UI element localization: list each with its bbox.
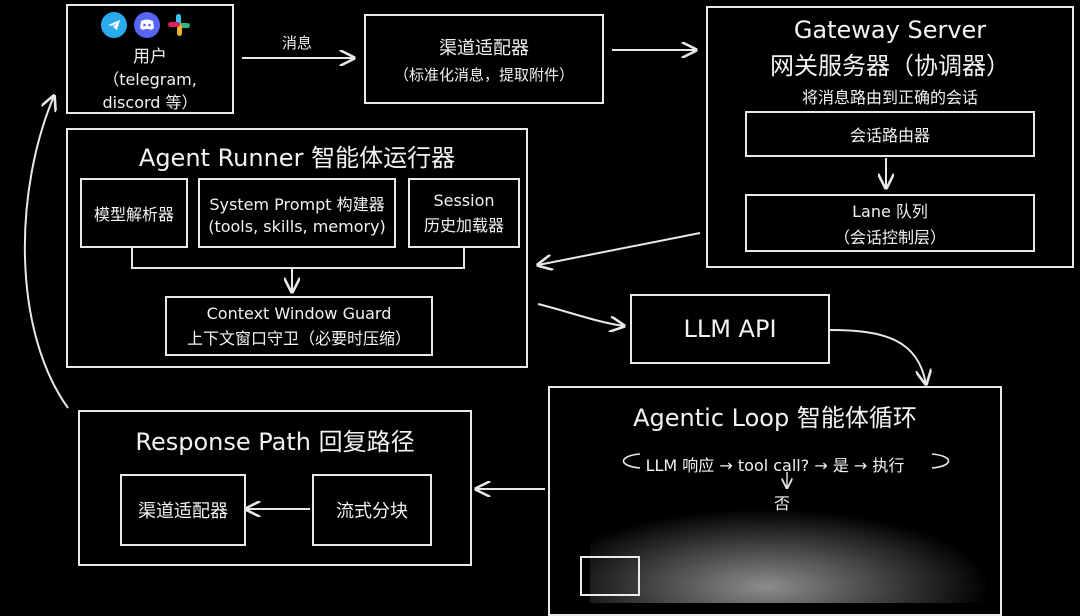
- stream-chunk-label: 流式分块: [336, 501, 408, 522]
- context-guard-line2: 上下文窗口守卫（必要时压缩）: [186, 328, 411, 348]
- telegram-icon: [101, 12, 127, 38]
- arrow-gateway-to-runner: [538, 232, 701, 265]
- prompt-builder-node: System Prompt 构建器 (tools, skills, memory…: [198, 178, 396, 248]
- session-loader-line1: Session: [433, 190, 495, 210]
- session-loader-line2: 历史加载器: [423, 215, 504, 235]
- arrow-llm-to-loop: [829, 329, 926, 384]
- gateway-title-zh: 网关服务器（协调器）: [770, 52, 1010, 80]
- agentic-loop-title: Agentic Loop 智能体循环: [633, 404, 917, 432]
- arrow-response-to-user: [23, 96, 69, 409]
- lane-queue-line1: Lane 队列: [852, 202, 928, 221]
- context-guard-node: Context Window Guard 上下文窗口守卫（必要时压缩）: [165, 296, 433, 356]
- agent-runner-node: Agent Runner 智能体运行器 模型解析器 System Prompt …: [66, 128, 528, 368]
- gateway-server-node: Gateway Server 网关服务器（协调器） 将消息路由到正确的会话 会话…: [706, 6, 1074, 268]
- llm-api-node: LLM API: [630, 294, 830, 364]
- lane-queue-node: Lane 队列 （会话控制层）: [745, 194, 1035, 252]
- gateway-title-en: Gateway Server: [793, 16, 987, 44]
- channel-adapter-node: 渠道适配器 （标准化消息，提取附件）: [364, 14, 604, 104]
- user-line3: discord 等）: [102, 93, 198, 112]
- model-parser-node: 模型解析器: [80, 178, 188, 248]
- context-guard-line1: Context Window Guard: [206, 303, 392, 323]
- user-title: 用户: [133, 47, 167, 67]
- response-channel-adapter-label: 渠道适配器: [138, 501, 228, 522]
- prompt-builder-line2: (tools, skills, memory): [208, 216, 386, 236]
- user-node: 用户 （telegram, discord 等）: [66, 4, 234, 114]
- edge-label-message: 消息: [281, 34, 312, 52]
- agentic-loop-flow: LLM 响应 → tool call? → 是 → 执行: [645, 456, 905, 475]
- agentic-loop-no: 否: [774, 494, 791, 513]
- model-parser-label: 模型解析器: [93, 205, 174, 224]
- arrow-runner-to-llm: [537, 303, 624, 326]
- agent-runner-title: Agent Runner 智能体运行器: [138, 144, 456, 172]
- stream-chunk-node: 流式分块: [312, 474, 432, 546]
- response-path-node: Response Path 回复路径 渠道适配器 流式分块: [78, 410, 472, 566]
- session-loader-node: Session 历史加载器: [408, 178, 520, 248]
- discord-icon: [134, 12, 160, 38]
- llm-api-label: LLM API: [683, 315, 777, 343]
- channel-adapter-title: 渠道适配器: [439, 37, 529, 59]
- loop-inner-box: [580, 556, 640, 596]
- gateway-desc: 将消息路由到正确的会话: [801, 88, 978, 107]
- lane-queue-line2: （会话控制层）: [833, 228, 946, 247]
- session-router-node: 会话路由器: [745, 111, 1035, 157]
- user-line2: （telegram,: [103, 70, 197, 89]
- session-router-label: 会话路由器: [849, 126, 930, 145]
- response-channel-adapter-node: 渠道适配器: [120, 474, 246, 546]
- prompt-builder-line1: System Prompt 构建器: [209, 194, 385, 214]
- channel-adapter-subtitle: （标准化消息，提取附件）: [393, 65, 574, 84]
- slack-icon: [166, 12, 192, 38]
- response-path-title: Response Path 回复路径: [135, 428, 415, 456]
- agentic-loop-node: Agentic Loop 智能体循环 LLM 响应 → tool call? →…: [548, 386, 1002, 616]
